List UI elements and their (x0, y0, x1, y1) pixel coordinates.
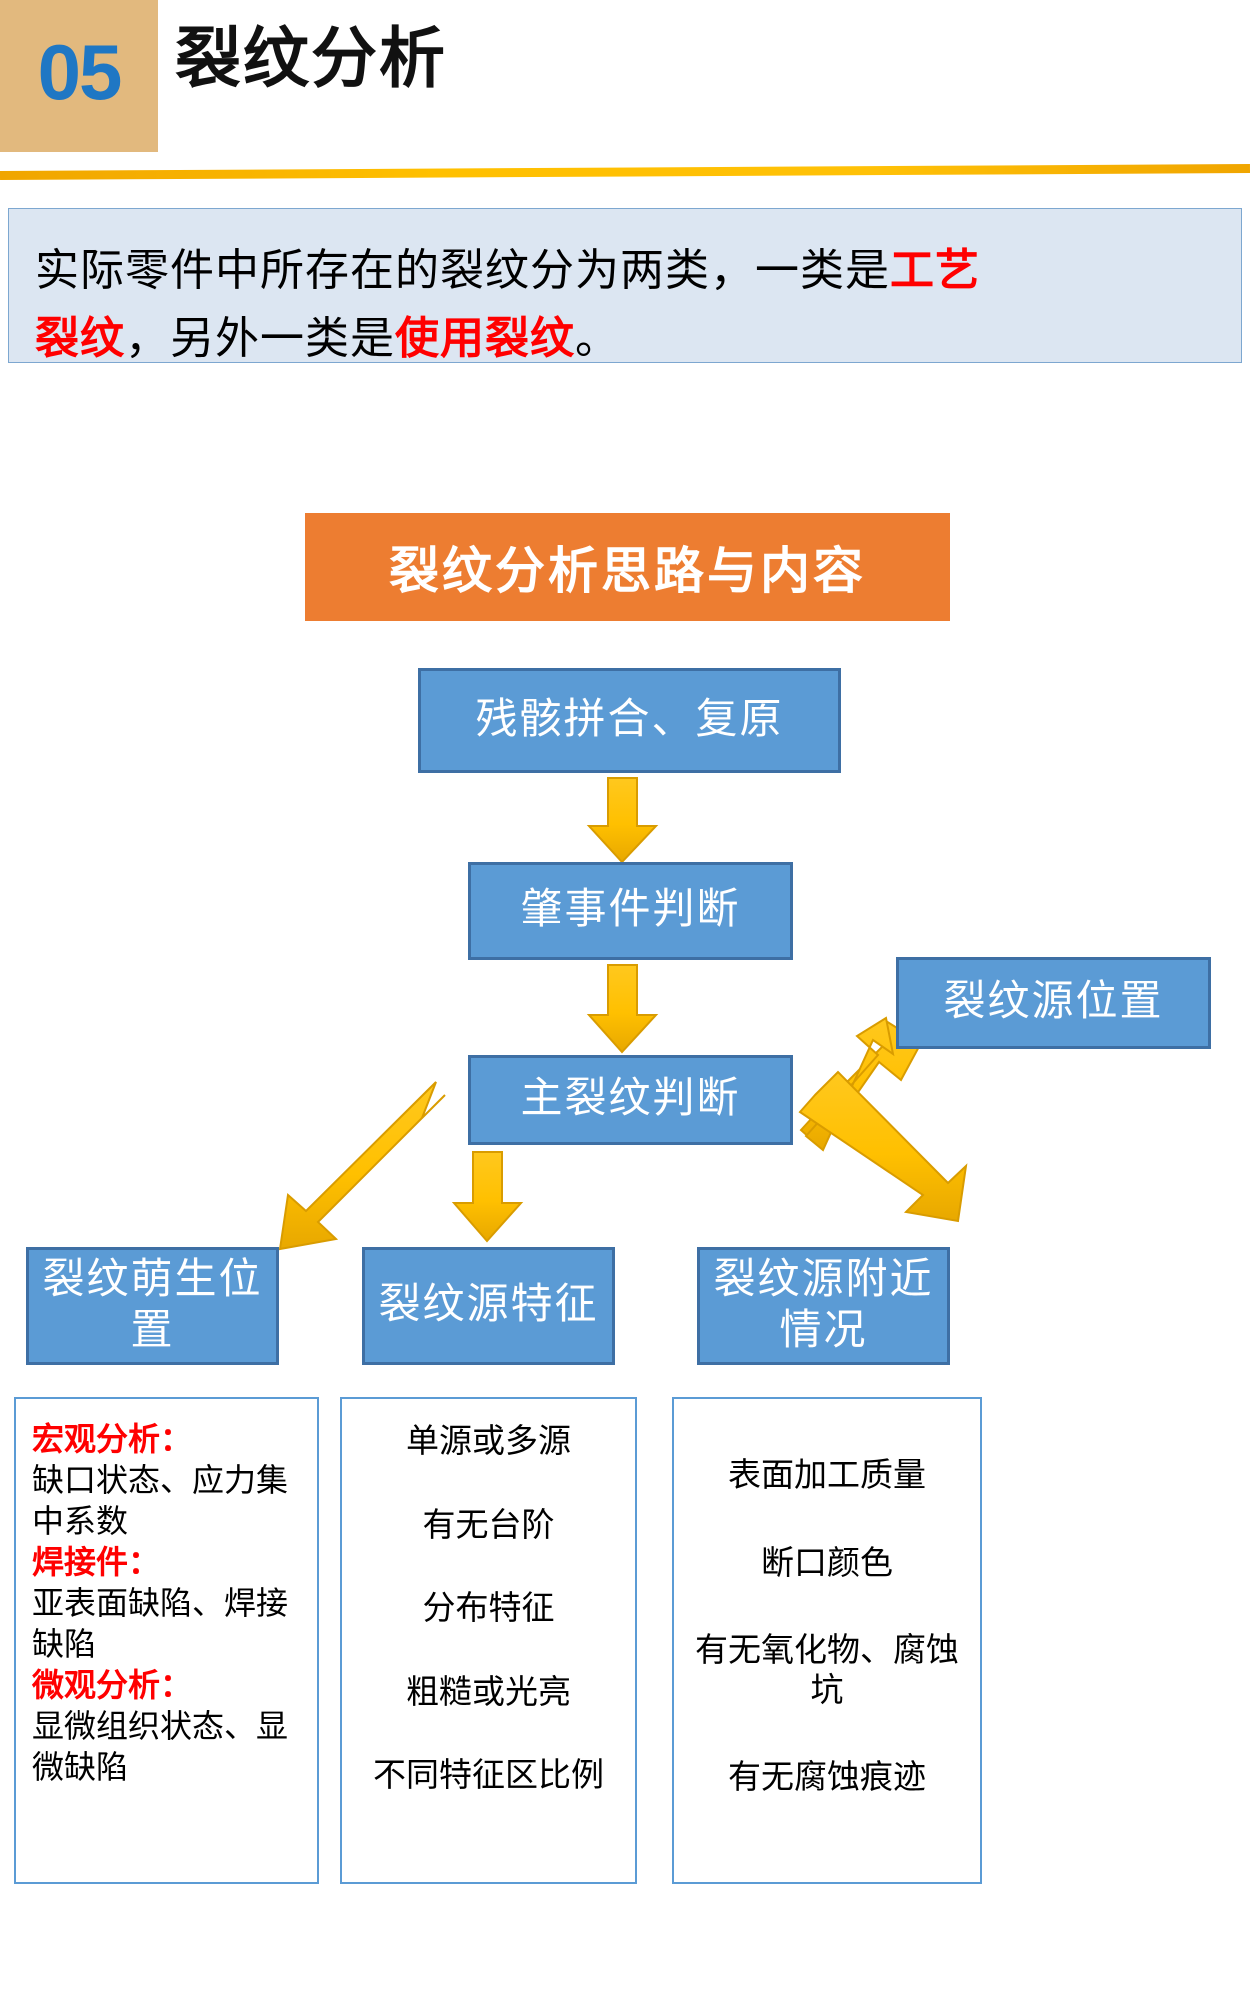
flow-box-crack-origin-location[interactable]: 裂纹源位置 (896, 957, 1211, 1049)
section-number: 05 (37, 27, 123, 116)
page-title: 裂纹分析 (175, 21, 447, 95)
arrow-down-b1-b2 (586, 777, 659, 864)
flow-box-crack-origin-features[interactable]: 裂纹源特征 (362, 1247, 615, 1365)
flow-box-crack-origin-vicinity[interactable]: 裂纹源附近情况 (697, 1247, 950, 1365)
detail-left-row-3: 焊接件： (32, 1544, 161, 1580)
header-divider-rule (0, 164, 1250, 180)
detail-middle-row-4: 不同特征区比例 (373, 1758, 604, 1795)
detail-left-row-5: 缺陷 (32, 1626, 97, 1662)
section-number-badge: 05 (0, 0, 158, 152)
intro-line-1: 实际零件中所存在的裂纹分为两类，一类是工艺 (35, 237, 1215, 305)
arrow-down-b3-b6 (451, 1151, 524, 1243)
arrow-down-b2-b3 (586, 964, 659, 1054)
intro-highlight-process: 工艺 (890, 246, 980, 295)
intro-highlight-crack: 裂纹 (35, 314, 125, 363)
flow-box-main-crack[interactable]: 主裂纹判断 (468, 1055, 793, 1145)
detail-left-row-7: 显微组织状态、显 (32, 1708, 289, 1744)
detail-panel-middle: 单源或多源 有无台阶 分布特征 粗糙或光亮 不同特征区比例 (340, 1397, 637, 1884)
detail-left-row-2: 中系数 (32, 1503, 129, 1539)
flow-banner: 裂纹分析思路与内容 (305, 513, 950, 621)
detail-middle-row-3: 粗糙或光亮 (406, 1674, 571, 1711)
detail-panel-right: 表面加工质量 断口颜色 有无氧化物、腐蚀坑 有无腐蚀痕迹 (672, 1397, 982, 1884)
detail-panel-left: 宏观分析： 缺口状态、应力集 中系数 焊接件： 亚表面缺陷、焊接 缺陷 微观分析… (14, 1397, 319, 1884)
intro-line-2: 裂纹，另外一类是使用裂纹。 (35, 305, 1215, 373)
flow-box-trigger-part[interactable]: 肇事件判断 (468, 862, 793, 960)
detail-left-row-1: 缺口状态、应力集 (32, 1462, 289, 1498)
arrow-downright-b3-b7 (798, 1070, 968, 1223)
intro-highlight-service-crack: 使用裂纹 (395, 314, 575, 363)
intro-line-2-end: 。 (575, 314, 620, 363)
detail-left-row-6: 微观分析： (32, 1667, 193, 1703)
detail-right-row-1: 断口颜色 (761, 1545, 893, 1582)
intro-callout: 实际零件中所存在的裂纹分为两类，一类是工艺 裂纹，另外一类是使用裂纹。 (8, 208, 1242, 363)
detail-middle-row-0: 单源或多源 (406, 1424, 571, 1460)
detail-left-row-4: 亚表面缺陷、焊接 (32, 1585, 289, 1621)
intro-line-1-text: 实际零件中所存在的裂纹分为两类，一类是 (35, 246, 890, 295)
detail-right-row-3: 有无腐蚀痕迹 (728, 1760, 926, 1797)
arrow-downleft-b3-b5 (278, 1081, 446, 1251)
flow-box-debris-assembly[interactable]: 残骸拼合、复原 (418, 668, 841, 773)
detail-middle-row-2: 分布特征 (422, 1591, 555, 1628)
intro-line-2-mid: ，另外一类是 (125, 314, 395, 363)
detail-left-row-0: 宏观分析： (32, 1421, 193, 1457)
detail-left-row-8: 微缺陷 (32, 1749, 129, 1785)
flow-box-crack-initiation-site[interactable]: 裂纹萌生位置 (26, 1247, 279, 1365)
detail-right-row-2: 有无氧化物、腐蚀坑 (695, 1633, 959, 1709)
detail-right-row-0: 表面加工质量 (728, 1458, 926, 1494)
detail-middle-row-1: 有无台阶 (422, 1507, 555, 1544)
